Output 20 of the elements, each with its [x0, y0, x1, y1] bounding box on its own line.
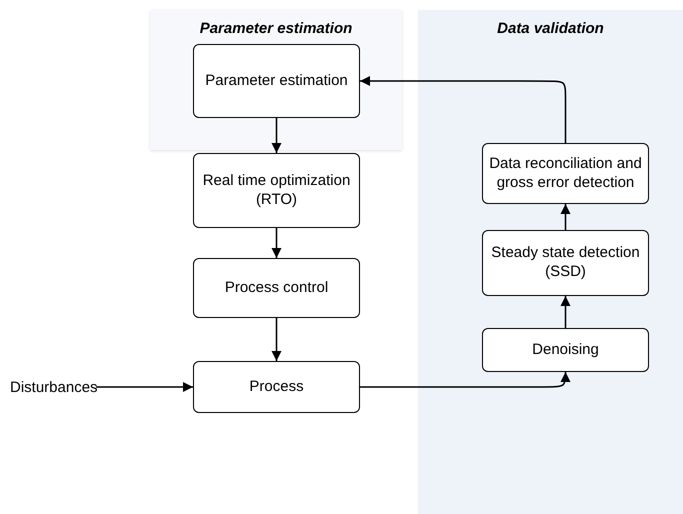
arrow: [360, 371, 570, 388]
panel-title: Parameter estimation: [200, 20, 352, 37]
panel-title: Data validation: [497, 20, 604, 37]
process-box: Denoising: [482, 328, 649, 372]
arrow: [272, 228, 282, 258]
process-box: Real time optimization (RTO): [193, 153, 360, 228]
group-panel: [418, 10, 683, 514]
arrow: [560, 296, 570, 328]
input-label: Disturbances: [10, 378, 98, 396]
process-box: Steady state detection (SSD): [482, 230, 649, 296]
process-box: Parameter estimation: [193, 44, 360, 118]
arrow: [272, 318, 282, 361]
arrow: [560, 204, 570, 230]
process-box: Process control: [193, 258, 360, 318]
arrow: [96, 382, 193, 392]
group-panel: [150, 10, 402, 150]
arrow: [272, 118, 282, 153]
arrow: [360, 76, 566, 143]
process-box: Data reconciliation and gross error detection: [482, 143, 649, 204]
process-box: Process: [193, 361, 360, 413]
